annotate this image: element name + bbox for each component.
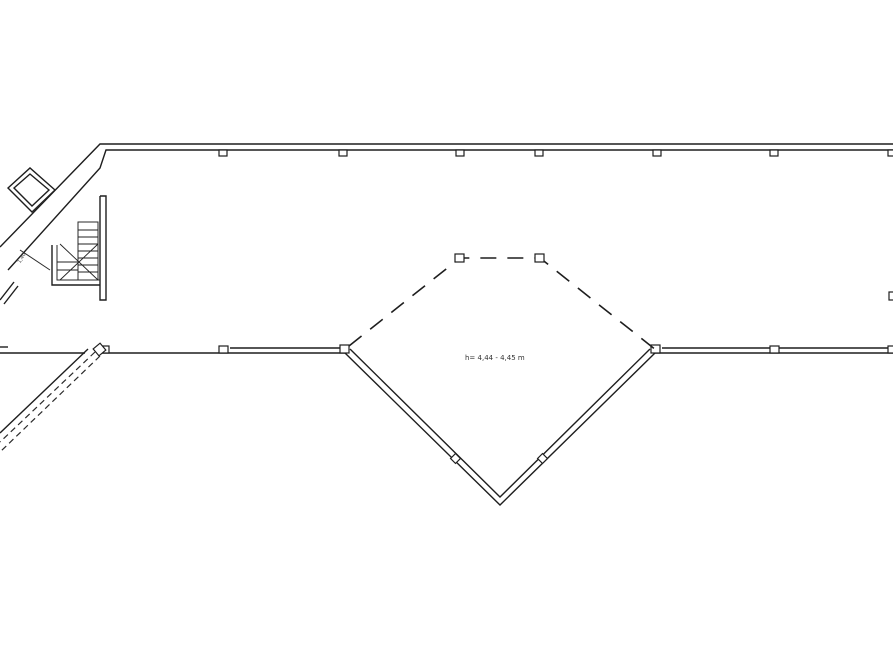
north-pilasters: [218, 149, 893, 157]
pilaster: [887, 345, 893, 354]
bay-column-left: [339, 344, 350, 354]
north-wall-inner: [7, 149, 893, 271]
exterior-walls: [0, 143, 893, 354]
void-column-right: [534, 253, 545, 263]
pilaster: [218, 149, 228, 157]
elevator-door-line: [31, 199, 46, 213]
dimension-guide: [19, 249, 51, 271]
bay-column-right: [650, 344, 661, 354]
staircase: 1,40: [17, 195, 107, 301]
stair-wall-right: [99, 195, 107, 301]
stair-diagonal: [59, 243, 99, 281]
west-wall-stub-inner: [3, 285, 19, 305]
bay-wall-inner: [349, 348, 651, 498]
void-column-left: [454, 253, 465, 263]
north-wall-outer: [0, 143, 893, 248]
pilaster: [534, 149, 544, 157]
ramp-edge-1: [0, 351, 96, 443]
pilaster: [769, 345, 780, 354]
south-west-column: [92, 342, 107, 357]
stair-enclosure: [51, 245, 100, 286]
double-height-void: h= 4,44 - 4,45 m: [348, 253, 657, 362]
elevator-shaft: [6, 167, 57, 213]
pilaster: [769, 149, 779, 157]
south-pilasters: [99, 291, 893, 354]
stair-dimension-note: 1,40: [17, 252, 28, 265]
pilaster: [652, 149, 662, 157]
void-height-label: h= 4,44 - 4,45 m: [465, 354, 525, 362]
pilaster: [887, 149, 893, 157]
triangular-bay: [339, 344, 661, 506]
bay-column-mid-left: [449, 452, 462, 465]
elevator-inner: [12, 173, 51, 207]
void-outline: [348, 257, 657, 351]
ramp-edge-solid: [0, 348, 89, 434]
elevator-outer: [6, 167, 57, 213]
pilaster: [218, 345, 229, 354]
west-entrance: [0, 249, 107, 453]
west-wall-stub: [0, 281, 15, 301]
pilaster: [888, 291, 893, 301]
bay-column-mid-right: [536, 452, 549, 465]
bay-wall-outer: [344, 352, 656, 506]
pilaster: [338, 149, 348, 157]
pilaster: [455, 149, 465, 157]
ramp-edge-2: [0, 355, 101, 453]
